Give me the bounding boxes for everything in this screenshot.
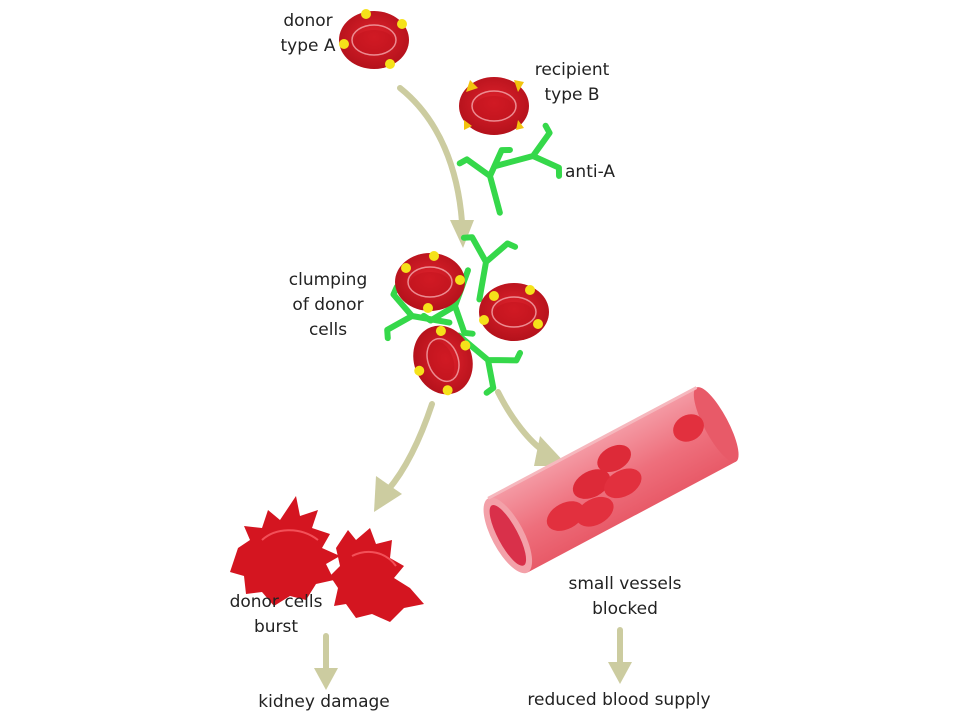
burst-cell-icon xyxy=(230,496,424,622)
arrowhead-burst-to-kidney xyxy=(314,668,338,690)
clumping-label-line-3: cells xyxy=(308,320,348,340)
recipient-label-line-2: type B xyxy=(544,85,600,105)
arrowhead-clump-to-vessel xyxy=(534,436,568,466)
antibody-label: anti-A xyxy=(556,160,624,185)
supply-label-text: reduced blood supply xyxy=(527,690,711,710)
cell-clump-icon xyxy=(386,236,550,404)
recipient-label: recipient type B xyxy=(524,58,620,108)
arrow-donor-to-clump xyxy=(397,85,465,225)
clumping-label-line-2: of donor xyxy=(292,295,364,315)
arrow-clump-to-vessel xyxy=(495,389,548,455)
arrowhead-clump-to-burst xyxy=(374,476,402,512)
donor-label-line-1: donor xyxy=(283,11,333,31)
recipient-label-line-1: recipient xyxy=(534,60,610,80)
clumping-label-line-1: clumping xyxy=(288,270,368,290)
arrowhead-vessel-to-supply xyxy=(608,662,632,684)
blocked-label-line-1: small vessels xyxy=(568,574,682,594)
donor-label: donor type A xyxy=(268,9,348,59)
kidney-label-text: kidney damage xyxy=(258,692,390,712)
donor-cell-icon xyxy=(338,9,410,70)
antibody-icon xyxy=(459,125,561,219)
blocked-label: small vessels blocked xyxy=(556,572,694,622)
kidney-label: kidney damage xyxy=(244,690,404,715)
arrowhead-donor-to-clump xyxy=(450,220,474,248)
burst-label-line-1: donor cells xyxy=(229,592,323,612)
supply-label: reduced blood supply xyxy=(504,688,734,713)
arrow-clump-to-burst xyxy=(385,401,435,493)
blocked-label-line-2: blocked xyxy=(592,599,658,619)
donor-label-line-2: type A xyxy=(280,36,336,56)
burst-label: donor cells burst xyxy=(218,590,334,640)
recipient-cell-icon xyxy=(458,76,530,136)
blood-vessel-icon xyxy=(483,386,739,574)
antibody-label-text: anti-A xyxy=(565,162,615,182)
burst-label-line-2: burst xyxy=(253,617,299,637)
clumping-label: clumping of donor cells xyxy=(276,268,380,343)
